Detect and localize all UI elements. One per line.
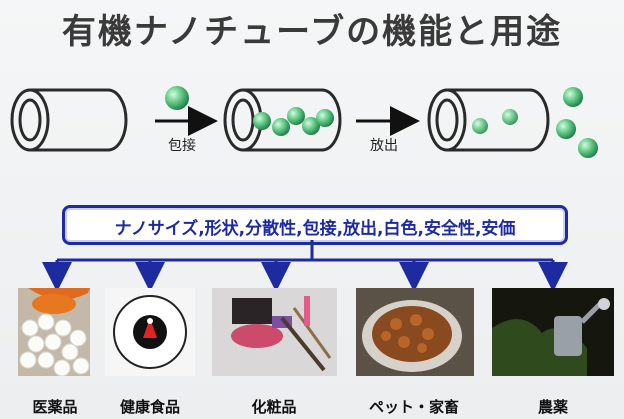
released-sphere: [563, 87, 583, 107]
features-text: ナノサイズ,形状,分散性,包接,放出,白色,安全性,安価: [114, 219, 516, 239]
application-label-health-food: 健康食品: [119, 398, 180, 416]
release-label: 放出: [370, 138, 398, 154]
loaded-nanotube: [223, 88, 342, 152]
releasing-nanotube: [427, 88, 550, 152]
encapsulation-diagram: [10, 86, 598, 158]
health-food-seal: [105, 288, 195, 376]
application-label-agrochemicals: 農薬: [537, 398, 568, 416]
released-sphere: [578, 138, 598, 158]
medicine-photo: [18, 288, 90, 377]
application-label-pets-livestock: ペット・家畜: [368, 398, 459, 416]
encapsulate-label: 包接: [168, 138, 196, 154]
application-label-medicine: 医薬品: [32, 398, 78, 416]
application-connectors: [42, 240, 568, 292]
empty-nanotube: [10, 88, 128, 152]
application-label-cosmetics: 化粧品: [251, 398, 297, 416]
guest-molecule-sphere: [165, 86, 189, 110]
features-banner: ナノサイズ,形状,分散性,包接,放出,白色,安全性,安価: [62, 205, 568, 245]
agrochemical-photo: [492, 288, 614, 376]
cosmetics-photo: [212, 288, 337, 376]
page-title: 有機ナノチューブの機能と用途: [61, 12, 563, 52]
pet-food-photo: [356, 288, 474, 376]
released-sphere: [556, 119, 576, 139]
